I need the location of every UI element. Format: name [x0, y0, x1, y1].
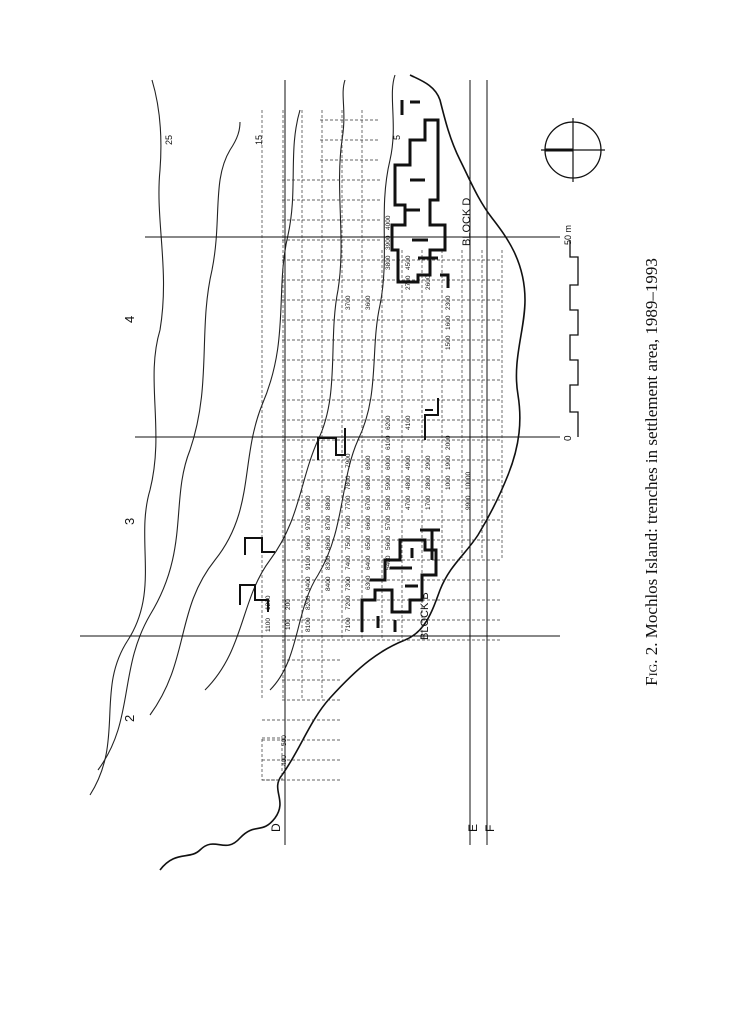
gridline-label-3: 3 [122, 518, 137, 525]
figure-caption: Fig. 2. Mochlos Island: trenches in sett… [642, 212, 662, 732]
trench-label: 7400 [345, 555, 352, 570]
trench-label: 4500 [405, 255, 412, 270]
trench-label: 7500 [345, 535, 352, 550]
block-d-walls [390, 100, 450, 288]
trench-label: 8300 [325, 555, 332, 570]
trench-label: 3800 [385, 255, 392, 270]
trench-label: 7100 [345, 617, 352, 632]
trench-label: 8600 [325, 535, 332, 550]
trench-label: 8800 [325, 495, 332, 510]
trench-label: 1100 [265, 618, 272, 632]
contour-15 [149, 109, 301, 716]
figure-caption-text: Mochlos Island: trenches in settlement a… [642, 258, 661, 639]
trench-label: 8700 [325, 515, 332, 530]
trench-label: 6400 [365, 555, 372, 570]
trench-label: 6200 [385, 415, 392, 430]
trench-label: 200 [285, 599, 292, 610]
trench-label: 9600 [305, 535, 312, 550]
trench-label: 6100 [385, 435, 392, 450]
trench-label: 9400 [305, 576, 312, 591]
trench-label: 2900 [425, 455, 432, 470]
trench-label: 7200 [345, 595, 352, 610]
trench-label: 5900 [385, 475, 392, 490]
trench-label: 6800 [365, 475, 372, 490]
trench-label: 8200 [305, 595, 312, 610]
trench-label: 7300 [345, 576, 352, 591]
gridline-label-2: 2 [122, 715, 137, 722]
trench-label: 7700 [345, 495, 352, 510]
trench-label: 1900 [445, 455, 452, 470]
trench-label: 4900 [405, 455, 412, 470]
trench-label: 9800 [305, 495, 312, 510]
trench-label: 400 [281, 755, 288, 766]
contour-outer [89, 79, 165, 796]
trench-label: 6500 [365, 535, 372, 550]
trench-label: 4000 [385, 215, 392, 230]
north-arrow [541, 118, 605, 182]
contour-label-25: 25 [164, 135, 174, 145]
grid-lines [80, 80, 560, 845]
trench-label: 1500 [445, 335, 452, 350]
trench-label: 8100 [305, 617, 312, 632]
gridline-label-d: D [269, 823, 283, 832]
trench-label: 5600 [385, 535, 392, 550]
trench-label: 7900 [345, 453, 352, 468]
trench-label: 5800 [385, 495, 392, 510]
trench-label: 7600 [345, 515, 352, 530]
trench-label: 8400 [325, 576, 332, 591]
trench-label: 2800 [425, 475, 432, 490]
trench-label: 2000 [445, 435, 452, 450]
block-label-d: BLOCK D [461, 198, 473, 246]
contour-5 [269, 74, 396, 691]
trench-label: 6600 [365, 515, 372, 530]
trench-label: 2600 [425, 275, 432, 290]
figure-number: Fig. 2. [642, 642, 661, 686]
scale-label-start: 0 [563, 435, 574, 441]
trench-label: 6000 [385, 455, 392, 470]
scale-label-end: 50 m [563, 225, 573, 245]
trench-label: 4700 [405, 495, 412, 510]
trench-label: 10000 [465, 472, 472, 490]
gridline-label-4: 4 [122, 316, 137, 323]
gridline-label-f: F [483, 825, 497, 832]
trench-label: 6700 [365, 495, 372, 510]
trench-label: 9100 [305, 555, 312, 570]
gridline-label-e: E [466, 824, 480, 832]
contour-label-5: 5 [392, 135, 402, 140]
trench-label: 5400 [385, 555, 392, 570]
trench-label: 4100 [405, 415, 412, 430]
trench-label: 9700 [305, 515, 312, 530]
structures-west [239, 398, 439, 612]
trench-label: 2300 [445, 295, 452, 310]
contour-label-15: 15 [254, 135, 264, 145]
trench-label: 1600 [445, 315, 452, 330]
block-label-b: BLOCK B [419, 592, 431, 640]
trench-label: 6300 [365, 575, 372, 590]
trench-label: 9900 [465, 495, 472, 510]
trench-label: 6900 [365, 455, 372, 470]
trench-label: 100 [285, 619, 292, 630]
contour-25 [97, 121, 241, 771]
trench-label: 4800 [405, 475, 412, 490]
trench-labels: 4005001100120010020081008200940091009600… [265, 215, 472, 766]
trench-label: 3900 [385, 235, 392, 250]
trench-label: 1700 [425, 495, 432, 510]
trench-label: 3700 [345, 295, 352, 310]
trench-label: 1000 [445, 475, 452, 490]
trench-label: 3600 [365, 295, 372, 310]
trench-label: 7800 [345, 475, 352, 490]
contours [89, 74, 396, 796]
contour-10 [204, 79, 346, 691]
scale-bar [569, 240, 579, 437]
trench-grid [261, 110, 503, 781]
trench-label: 500 [281, 735, 288, 746]
trench-label: 5700 [385, 515, 392, 530]
block-b-walls [360, 528, 440, 632]
